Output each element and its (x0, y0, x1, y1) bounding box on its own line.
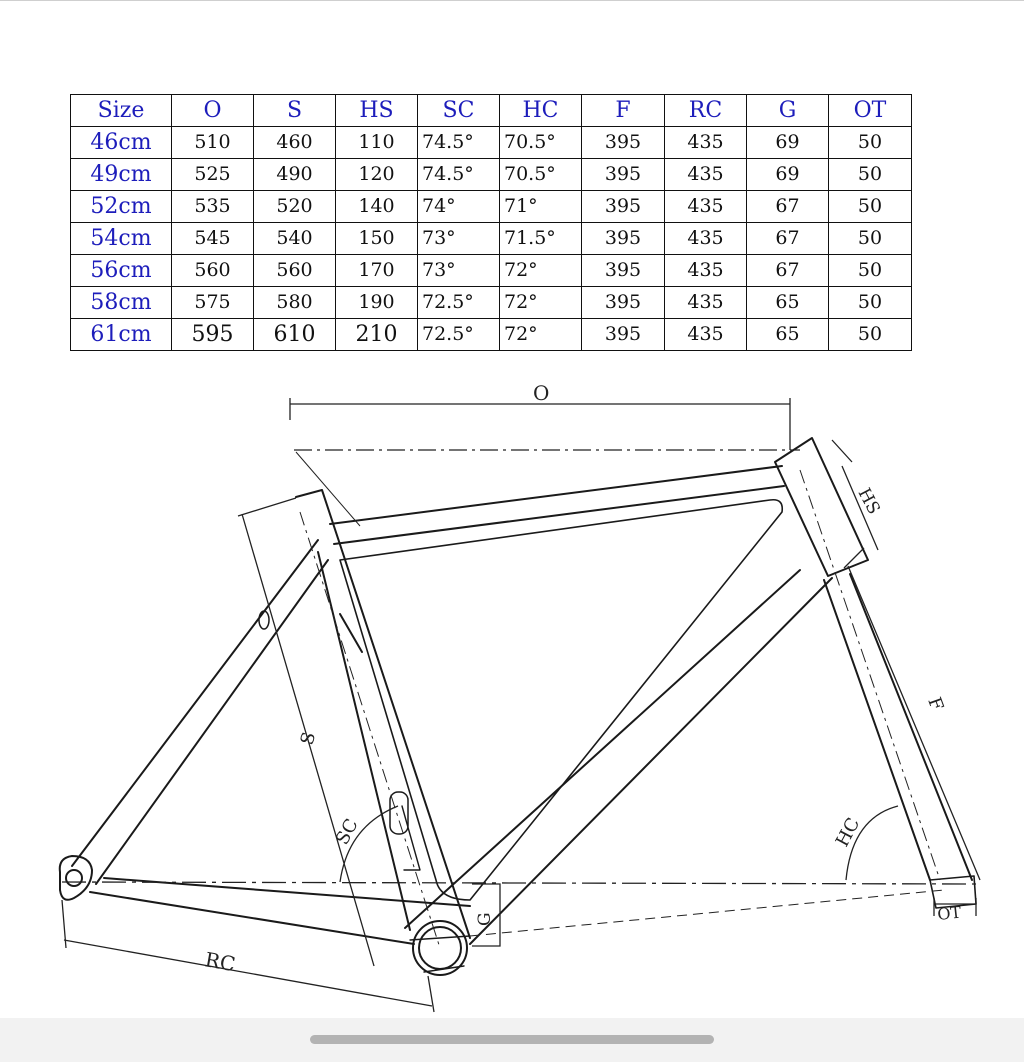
main-triangle-inner (339, 498, 784, 901)
value-cell: 65 (746, 318, 829, 351)
value-cell: 535 (171, 190, 254, 223)
column-header: Size (70, 94, 172, 127)
value-cell: 70.5° (499, 158, 582, 191)
column-header: S (253, 94, 336, 127)
label-sc: SC (332, 815, 363, 848)
value-cell: 110 (335, 126, 418, 159)
value-cell: 210 (335, 318, 418, 351)
horizontal-scrollbar[interactable] (310, 1035, 714, 1044)
value-cell: 72° (499, 318, 582, 351)
column-header: F (581, 94, 665, 127)
head-tube (774, 437, 869, 577)
value-cell: 435 (664, 318, 747, 351)
size-cell: 49cm (70, 158, 172, 191)
value-cell: 70.5° (499, 126, 582, 159)
value-cell: 395 (581, 158, 665, 191)
value-cell: 73° (417, 254, 500, 287)
column-header: SC (417, 94, 500, 127)
value-cell: 190 (335, 286, 418, 319)
value-cell: 71.5° (499, 222, 582, 255)
value-cell: 150 (335, 222, 418, 255)
size-cell: 54cm (70, 222, 172, 255)
size-cell: 56cm (70, 254, 172, 287)
top-tube (329, 465, 785, 545)
label-rc: RC (203, 947, 237, 976)
value-cell: 435 (664, 222, 747, 255)
size-cell: 61cm (70, 318, 172, 351)
column-header: HC (499, 94, 582, 127)
value-cell: 560 (171, 254, 254, 287)
column-header: OT (828, 94, 912, 127)
label-hs: HS (854, 485, 884, 518)
label-o: O (533, 381, 549, 405)
size-cell: 52cm (70, 190, 172, 223)
value-cell: 65 (746, 286, 829, 319)
value-cell: 69 (746, 126, 829, 159)
value-cell: 67 (746, 222, 829, 255)
value-cell: 395 (581, 318, 665, 351)
value-cell: 50 (828, 254, 912, 287)
value-cell: 140 (335, 190, 418, 223)
value-cell: 580 (253, 286, 336, 319)
value-cell: 395 (581, 222, 665, 255)
seat-tube (295, 489, 471, 939)
column-header: G (746, 94, 829, 127)
column-header: O (171, 94, 254, 127)
value-cell: 520 (253, 190, 336, 223)
label-hc: HC (832, 814, 864, 850)
value-cell: 490 (253, 158, 336, 191)
seat-stay (71, 539, 329, 885)
value-cell: 395 (581, 286, 665, 319)
down-tube (404, 569, 833, 945)
value-cell: 73° (417, 222, 500, 255)
value-cell: 595 (171, 318, 254, 351)
value-cell: 74.5° (417, 126, 500, 159)
label-f: F (923, 695, 947, 714)
value-cell: 50 (828, 222, 912, 255)
label-g: G (475, 912, 495, 926)
seat-clamp (339, 613, 363, 653)
value-cell: 610 (253, 318, 336, 351)
value-cell: 510 (171, 126, 254, 159)
value-cell: 72° (499, 254, 582, 287)
value-cell: 395 (581, 126, 665, 159)
rear-dropout (58, 855, 93, 901)
value-cell: 525 (171, 158, 254, 191)
value-cell: 460 (253, 126, 336, 159)
chain-stay (89, 877, 471, 945)
top-divider (0, 0, 1024, 1)
value-cell: 120 (335, 158, 418, 191)
value-cell: 67 (746, 190, 829, 223)
bottom-bracket (412, 920, 468, 976)
column-header: HS (335, 94, 418, 127)
value-cell: 50 (828, 318, 912, 351)
value-cell: 50 (828, 286, 912, 319)
column-header: RC (664, 94, 747, 127)
value-cell: 72.5° (417, 286, 500, 319)
value-cell: 71° (499, 190, 582, 223)
value-cell: 74.5° (417, 158, 500, 191)
label-s: S (297, 730, 321, 748)
value-cell: 50 (828, 190, 912, 223)
fork (823, 573, 973, 881)
label-ot: OT (936, 903, 962, 924)
